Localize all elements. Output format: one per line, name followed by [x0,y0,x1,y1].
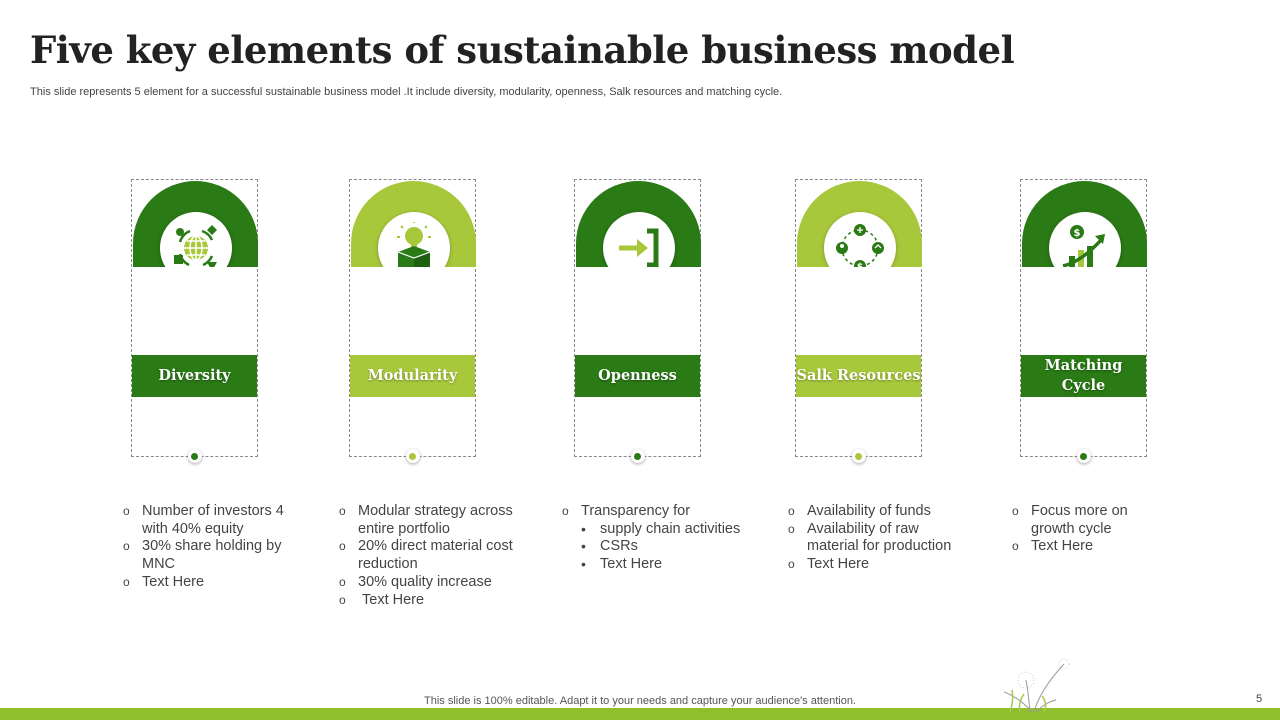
list-item: 20% direct material cost reduction [339,538,539,573]
list-item: Availability of funds [788,503,973,521]
modularity-bullets: Modular strategy across entire portfolio… [339,503,539,609]
grass-strip [0,708,1280,720]
card-modularity: Modularity [349,179,476,463]
list-item: CSRs [562,538,762,556]
card-arch [133,181,258,267]
list-item: Focus more on growth cycle [1012,503,1152,538]
card-arch [576,181,701,267]
card-arch [351,181,476,267]
page-number: 5 [1256,693,1263,705]
slide-subtitle: This slide represents 5 element for a su… [30,86,783,98]
lightbulb-box-icon [378,212,450,267]
card-openness: Openness [574,179,701,463]
card-diversity: Diversity [131,179,258,463]
card-label: Matching Cycle [1021,355,1146,397]
list-item: Transparency for [562,503,762,521]
footer-note: This slide is 100% editable. Adapt it to… [424,695,856,707]
list-item: supply chain activities [562,521,762,539]
timeline-dot [630,449,645,463]
list-item: Modular strategy across entire portfolio [339,503,539,538]
card-arch: $ [797,181,922,267]
card-label: Diversity [132,355,257,397]
svg-text:$: $ [857,263,863,268]
list-item: Text Here [123,574,288,592]
list-item: Availability of raw material for product… [788,521,973,556]
enter-arrow-icon [603,212,675,267]
timeline-dot [187,449,202,463]
timeline-dot [851,449,866,463]
timeline-dot [405,449,420,463]
diversity-bullets: Number of investors 4 with 40% equity 30… [123,503,288,592]
dandelion-icon [1003,658,1070,712]
growth-chart-icon: $ [1049,212,1121,267]
list-item: Number of investors 4 with 40% equity [123,503,288,538]
card-salk-resources: $ Salk Resources [795,179,922,463]
card-label: Openness [575,355,700,397]
globe-cycle-icon [160,212,232,267]
list-item: 30% share holding by MNC [123,538,288,573]
card-label: Salk Resources [796,355,921,397]
svg-text:$: $ [1074,228,1081,239]
salk-resources-bullets: Availability of funds Availability of ra… [788,503,973,574]
list-item: Text Here [1012,538,1152,556]
list-item: Text Here [562,556,762,574]
matching-cycle-bullets: Focus more on growth cycle Text Here [1012,503,1152,556]
card-arch: $ [1022,181,1147,267]
resource-cycle-icon: $ [824,212,896,267]
card-label: Modularity [350,355,475,397]
slide-title: Five key elements of sustainable busines… [30,28,1015,72]
list-item: Text Here [788,556,973,574]
list-item: 30% quality increase [339,574,539,592]
card-matching-cycle: $ Matching Cycle [1020,179,1147,463]
list-item: Text Here [339,592,539,610]
timeline-dot [1076,449,1091,463]
openness-bullets: Transparency for supply chain activities… [562,503,762,574]
